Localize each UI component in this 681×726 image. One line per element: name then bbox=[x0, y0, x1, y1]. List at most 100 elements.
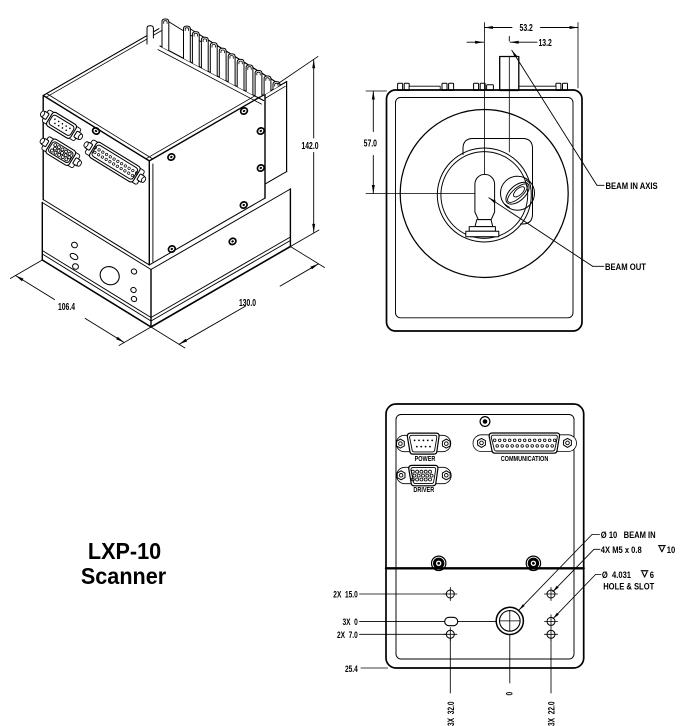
iso-heatsink-fins-part-36 bbox=[247, 66, 252, 70]
iso-connector-communication-part-6 bbox=[101, 150, 105, 154]
iso-connector-communication-part-16 bbox=[93, 150, 97, 155]
iso-body-part-13 bbox=[42, 93, 266, 162]
iso-heatsink-fins-part-3 bbox=[161, 18, 170, 52]
front-view-lens-assembly-part-13 bbox=[468, 226, 496, 232]
dim-106-4-part-5 bbox=[15, 275, 24, 282]
connector-communication-part-2 bbox=[477, 437, 486, 448]
iso-connector-power-part-14 bbox=[39, 110, 46, 117]
front-view-lens-assembly-part-11 bbox=[525, 179, 530, 184]
callout-hole-slot-part-3 bbox=[553, 612, 559, 619]
callout-beam-out: BEAM OUT bbox=[488, 197, 647, 272]
callout-beam-in-axis: BEAM IN AXIS bbox=[511, 49, 658, 191]
front-view: 53.2 13.2 57.0 BEAM IN AXIS BEAM OUT bbox=[364, 22, 658, 332]
iso-connector-driver-part-7 bbox=[64, 149, 68, 154]
iso-connector-communication-part-13 bbox=[127, 166, 131, 170]
iso-connector-communication-part-22 bbox=[115, 164, 119, 168]
callout-dia10-beam-in-part-3 bbox=[518, 604, 525, 611]
iso-base-holes-part-3 bbox=[72, 263, 79, 270]
connector-communication-part-8 bbox=[493, 438, 497, 442]
iso-heatsink-fins-part-12 bbox=[193, 33, 198, 37]
iso-base-holes-part-5 bbox=[130, 268, 138, 275]
iso-base-holes-part-7 bbox=[130, 295, 138, 303]
rear-ring-screws-part-2 bbox=[433, 557, 445, 569]
iso-connector-communication-part-7 bbox=[105, 152, 109, 157]
rear-ring-screws-part-6 bbox=[531, 561, 535, 565]
front-view-lens-assembly-part-12 bbox=[474, 219, 494, 228]
iso-heatsink-fins bbox=[146, 18, 282, 97]
connector-driver-part-17 bbox=[429, 473, 434, 478]
connector-communication-part-21 bbox=[495, 444, 499, 448]
iso-connector-power-part-11 bbox=[61, 127, 64, 129]
iso-connector-power-part-5 bbox=[57, 120, 60, 123]
dim-142-0-part-1 bbox=[277, 56, 319, 85]
iso-heatsink-fins-part-28 bbox=[229, 55, 234, 59]
rear-view: POWER DRIVER COMMUNICATION 2X 15.0 3X 0 … bbox=[333, 403, 675, 726]
iso-body-part-14 bbox=[46, 93, 154, 160]
iso-body-part-23 bbox=[264, 171, 288, 185]
iso-connector-communication bbox=[83, 139, 147, 185]
connector-communication-part-15 bbox=[528, 438, 532, 442]
connector-power-part-10 bbox=[422, 439, 425, 442]
iso-connector-driver-part-14 bbox=[50, 148, 54, 153]
iso-screws-part-16 bbox=[231, 240, 234, 243]
connector-power-part-5 bbox=[444, 441, 449, 446]
iso-heatsink-fins-part-38 bbox=[255, 70, 262, 97]
rear-dim-3x32: 3X 32.0 bbox=[446, 701, 456, 726]
iso-heatsink-fins-part-27 bbox=[227, 53, 236, 87]
rear-dim-3x22: 3X 22.0 bbox=[546, 701, 556, 726]
rear-hole-markers-part-17 bbox=[495, 606, 525, 636]
iso-body-part-19 bbox=[157, 49, 262, 105]
iso-heatsink-fins-part-39 bbox=[254, 70, 263, 97]
callout-dia10-beam-in: Ø 10 BEAM IN bbox=[518, 529, 656, 611]
dim-13-2: 13.2 bbox=[466, 37, 552, 48]
connector-communication-part-29 bbox=[535, 444, 539, 448]
dim-106-4-part-1 bbox=[9, 259, 43, 279]
iso-heatsink-fins-part-20 bbox=[211, 44, 216, 48]
iso-connector-driver-part-13 bbox=[67, 155, 72, 160]
driver-label: DRIVER bbox=[413, 486, 434, 494]
connector-communication-part-18 bbox=[543, 438, 547, 442]
connector-communication-part-25 bbox=[515, 444, 519, 448]
connector-communication-part-30 bbox=[540, 444, 544, 448]
dim-142-0: 142.0 bbox=[277, 56, 320, 247]
iso-heatsink-fins-part-15 bbox=[200, 36, 209, 72]
iso-connector-communication-part-14 bbox=[131, 169, 135, 173]
iso-heatsink-fins-part-4 bbox=[163, 20, 168, 24]
iso-view: 142.0 106.4 130.0 bbox=[9, 18, 325, 349]
rear-dim-0: 0 bbox=[504, 691, 514, 695]
connector-power-part-15 bbox=[424, 445, 427, 448]
connector-communication-part-3 bbox=[479, 440, 484, 446]
callout-dia-4031: Ø 4.031 bbox=[602, 569, 631, 580]
connector-power: POWER bbox=[395, 432, 452, 463]
iso-heatsink-fins-part-32 bbox=[238, 60, 243, 65]
iso-heatsink-fins-part-6 bbox=[183, 26, 191, 63]
iso-screws-part-4 bbox=[242, 109, 246, 113]
iso-connector-communication-part-17 bbox=[97, 153, 101, 157]
iso-heatsink-fins-part-24 bbox=[220, 49, 225, 54]
connector-driver-part-13 bbox=[412, 473, 417, 478]
iso-heatsink-fins-part-7 bbox=[183, 25, 191, 63]
front-view-lens-assembly-part-8 bbox=[507, 183, 528, 203]
connector-driver-part-9 bbox=[415, 469, 420, 474]
dim-57-0-part-5 bbox=[371, 185, 375, 194]
iso-heatsink-fins-part-40 bbox=[256, 71, 261, 76]
iso-connector-communication-part-25 bbox=[127, 171, 131, 175]
iso-heatsink-fins-part-44 bbox=[265, 77, 270, 81]
connector-driver: DRIVER bbox=[396, 464, 452, 494]
iso-connector-driver-part-8 bbox=[67, 151, 72, 156]
connector-power-part-11 bbox=[426, 439, 429, 442]
connector-driver-part-18 bbox=[410, 477, 415, 482]
iso-heatsink-fins-part-23 bbox=[218, 47, 227, 82]
callout-beam-in-axis-part-2 bbox=[511, 49, 598, 186]
connector-power-part-3 bbox=[398, 441, 403, 446]
dim-130-0-part-3 bbox=[178, 305, 246, 345]
connector-communication: COMMUNICATION bbox=[472, 432, 577, 463]
iso-connector-driver-part-22 bbox=[76, 160, 82, 167]
iso-connector-driver-part-9 bbox=[53, 146, 57, 151]
depth-symbol-icon bbox=[657, 544, 666, 553]
front-view-lens-assembly-part-5 bbox=[474, 173, 496, 221]
front-view-lens-assembly-part-2 bbox=[462, 138, 533, 225]
iso-connector-communication-part-12 bbox=[123, 164, 127, 168]
rear-view-outline-part-2 bbox=[395, 414, 575, 660]
rear-hole-markers-part-16 bbox=[444, 616, 459, 627]
